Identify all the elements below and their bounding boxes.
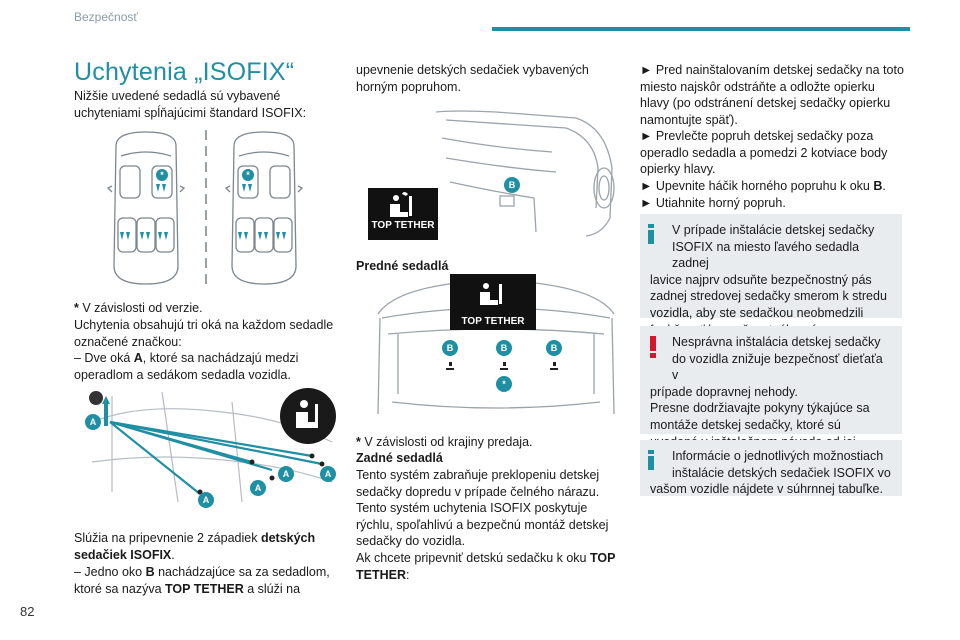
star-marker-left: * [160,170,164,180]
anchor-a-badge-2: A [203,495,210,505]
front-seats-trunk-illustration: TOP TETHER B B B * [368,274,624,424]
anchor-b-badge-front-1: B [447,343,454,353]
info-icon [648,224,654,244]
top-tether-purpose: upevnenie detských sedačiek vybavených h… [356,63,589,94]
anchor-a-description: – Dve oká A, ktoré sa nachádzajú medzi o… [74,351,299,382]
anchor-b-badge-front-3: B [551,343,558,353]
star-marker-right: * [246,170,250,180]
note-country: * V závislosti od krajiny predaja. [356,435,533,449]
anchor-purpose: Slúžia na pripevnenie 2 západiek detskýc… [74,531,316,562]
anchor-a-badge-5: A [325,469,332,479]
step-tighten: ► Utiahnite horný popruh. [640,196,786,210]
step-remove-headrest: ► Pred nainštalovaním detskej sedačky na… [640,63,904,127]
info-box-summary-table: Informácie o jednotlivých možnostiach in… [640,440,902,496]
anchor-a-badge-4: A [283,469,290,479]
info-box-seat-belt: V prípade inštalácie detskej sedačky ISO… [640,214,902,337]
anchor-b-badge-front-2: B [501,343,508,353]
note-version: * V závislosti od verzie. [74,301,203,315]
rear-seats-text-1: Tento systém zabraňuje preklopeniu detsk… [356,468,600,499]
seat-anchor-illustration: A A A A A [82,382,338,512]
rear-seats-text-3: Ak chcete pripevniť detskú sedačku k oku… [356,551,616,582]
anchor-description: Uchytenia obsahujú tri oká na každom sed… [74,318,334,349]
header-accent-bar [492,27,910,31]
front-seats-heading: Predné sedadlá [356,259,449,273]
top-tether-logo-1-label: TOP TETHER [371,220,435,232]
top-tether-logo-1: TOP TETHER [368,188,438,240]
step-attach-hook: ► Upevnite háčik horného popruhu k oku B… [640,179,886,193]
anchor-b-description: – Jedno oko B nachádzajúce sa za sedadlo… [74,565,330,596]
car-seat-diagram: * * [94,126,324,288]
warning-icon [650,336,656,358]
anchor-a-badge-3: A [255,483,262,493]
anchor-b-badge-rear: B [509,180,516,190]
warning-box-installation: Nesprávna inštalácia detskej sedačky do … [640,326,902,465]
top-tether-logo-2-label: TOP TETHER [462,316,526,327]
step-route-strap: ► Prevlečte popruh detskej sedačky poza … [640,129,888,177]
page-number: 82 [20,604,35,619]
anchor-a-badge-1: A [90,417,97,427]
section-header: Bezpečnosť [74,10,138,24]
page-title: Uchytenia „ISOFIX“ [74,58,295,86]
intro-text: Nižšie uvedené sedadlá sú vybavené uchyt… [74,89,307,120]
rear-seats-text-2: Tento systém uchytenia ISOFIX poskytuje … [356,501,609,549]
star-marker-front: * [502,379,506,389]
info-icon-2 [648,450,654,470]
rear-seats-heading: Zadné sedadlá [356,451,443,465]
